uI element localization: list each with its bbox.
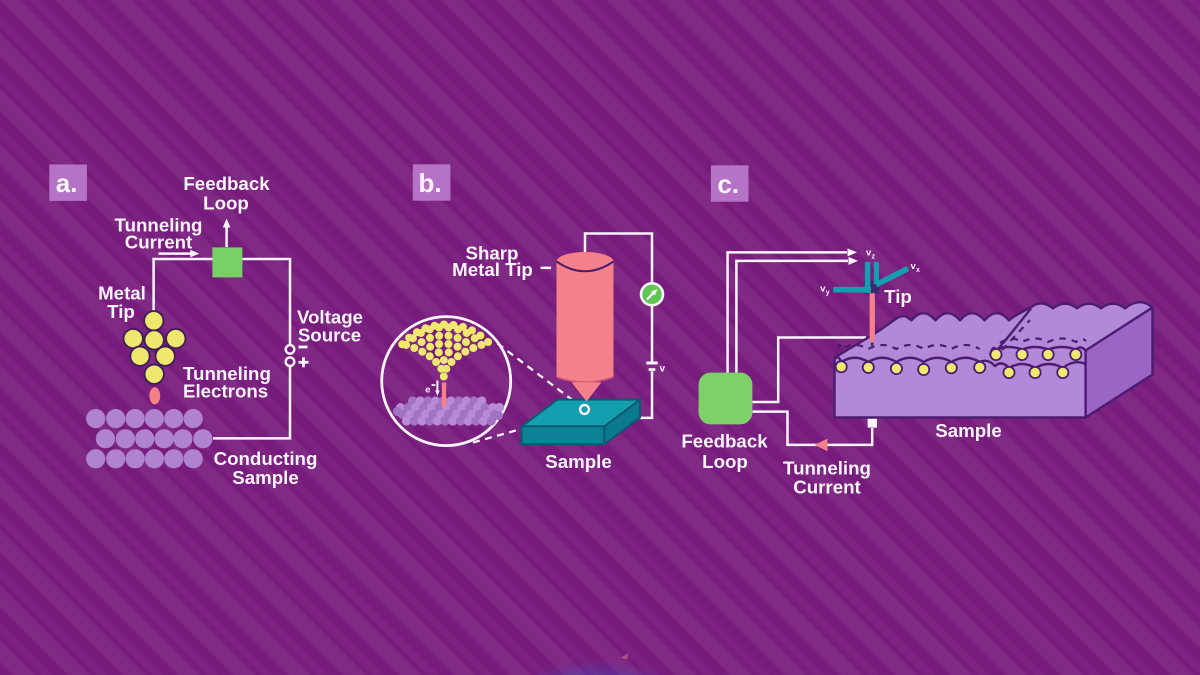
svg-text:v: v — [911, 261, 917, 272]
svg-text:Electrons: Electrons — [183, 381, 268, 402]
svg-text:Loop: Loop — [203, 192, 249, 213]
svg-text:Conducting: Conducting — [214, 448, 318, 469]
svg-text:v: v — [660, 364, 666, 375]
svg-text:v: v — [820, 283, 826, 294]
svg-text:Sample: Sample — [232, 467, 298, 488]
svg-text:y: y — [826, 289, 830, 296]
svg-text:z: z — [872, 253, 876, 260]
svg-text:Metal: Metal — [98, 282, 146, 303]
svg-text:Sharp: Sharp — [466, 242, 519, 263]
svg-text:c.: c. — [717, 169, 739, 199]
svg-text:v: v — [866, 247, 872, 258]
svg-text:b.: b. — [419, 168, 442, 198]
svg-text:Sample: Sample — [545, 451, 611, 472]
svg-text:Voltage: Voltage — [297, 306, 363, 327]
svg-text:e: e — [425, 385, 430, 396]
svg-text:Loop: Loop — [702, 451, 748, 472]
svg-text:Tip: Tip — [107, 301, 135, 322]
svg-text:Metal Tip: Metal Tip — [452, 259, 533, 280]
svg-text:Tunneling: Tunneling — [183, 363, 271, 384]
svg-text:Feedback: Feedback — [183, 173, 270, 194]
svg-text:Tunneling: Tunneling — [115, 214, 203, 235]
svg-text:Tunneling: Tunneling — [783, 457, 871, 478]
svg-text:Source: Source — [298, 324, 361, 345]
svg-text:Tip: Tip — [884, 286, 912, 307]
svg-text:Current: Current — [125, 231, 193, 252]
svg-text:x: x — [916, 267, 920, 274]
svg-text:Feedback: Feedback — [681, 430, 768, 451]
svg-text:Sample: Sample — [935, 420, 1001, 441]
svg-text:a.: a. — [56, 168, 78, 198]
svg-text:Current: Current — [793, 476, 861, 497]
